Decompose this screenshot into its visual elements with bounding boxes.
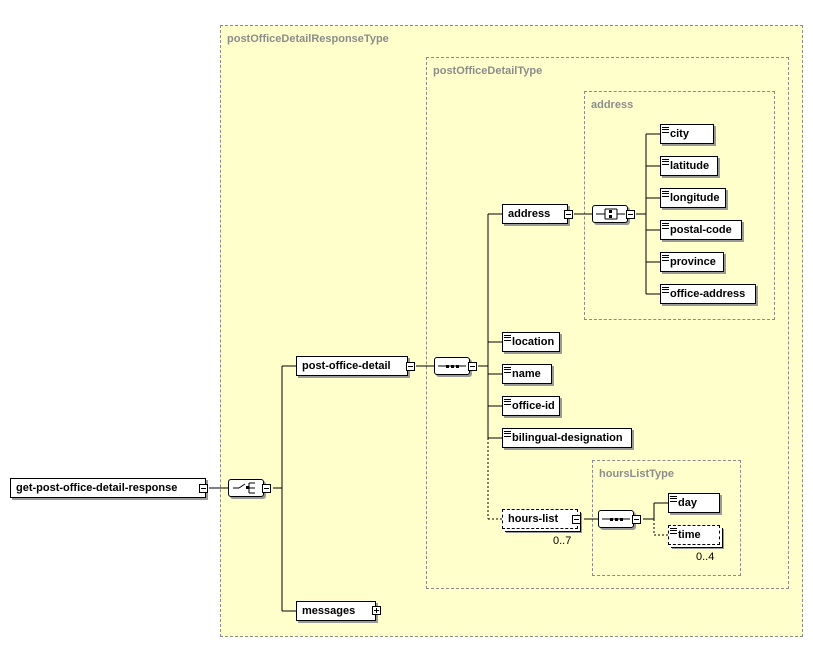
collapse-toggle-post-office-detail[interactable] [406, 362, 415, 371]
collapse-toggle-root-choice[interactable] [262, 484, 271, 493]
element-label: city [670, 128, 689, 140]
element-hours-list[interactable]: hours-list [502, 509, 578, 529]
element-day[interactable]: day [668, 493, 720, 513]
element-label: postal-code [670, 224, 732, 236]
element-label: name [512, 368, 541, 380]
all-icon [596, 208, 625, 220]
choice-icon [233, 482, 255, 494]
element-label: messages [302, 605, 356, 617]
simple-content-icon [504, 431, 511, 437]
element-label: day [678, 497, 697, 509]
element-label: longitude [670, 192, 720, 204]
sequence-compositor-hours [598, 510, 634, 528]
collapse-toggle-address[interactable] [564, 210, 573, 219]
collapse-toggle-address-all[interactable] [626, 210, 635, 219]
element-latitude[interactable]: latitude [660, 156, 718, 176]
element-label: time [678, 529, 701, 541]
element-office-id[interactable]: office-id [502, 396, 560, 416]
address-type-box: address [584, 91, 775, 320]
expand-toggle-messages[interactable] [372, 606, 381, 615]
simple-content-icon [662, 255, 669, 261]
element-label: get-post-office-detail-response [16, 482, 178, 494]
occurrence-time: 0..4 [696, 551, 715, 563]
element-label: bilingual-designation [512, 432, 623, 444]
element-address[interactable]: address [502, 204, 568, 224]
element-label: office-address [670, 288, 746, 300]
element-name[interactable]: name [502, 364, 552, 384]
collapse-toggle-hours-list[interactable] [572, 515, 581, 524]
element-label: hours-list [508, 513, 559, 525]
simple-content-icon [670, 496, 677, 502]
element-get-post-office-detail-response[interactable]: get-post-office-detail-response [10, 478, 206, 498]
post-office-detail-type-box: postOfficeDetailType [426, 57, 789, 589]
simple-content-icon [504, 399, 511, 405]
element-label: location [512, 336, 555, 348]
occurrence-hours-list: 0..7 [553, 535, 572, 547]
simple-content-icon [662, 159, 669, 165]
simple-content-icon [670, 528, 677, 534]
element-bilingual-designation[interactable]: bilingual-designation [502, 428, 632, 448]
hours-list-type-box: hoursListType [592, 460, 741, 576]
sequence-compositor-detail [434, 357, 470, 375]
type-label-detail: postOfficeDetailType [433, 65, 543, 77]
simple-content-icon [504, 367, 511, 373]
sequence-icon [602, 518, 630, 521]
element-label: address [508, 208, 551, 220]
element-office-address[interactable]: office-address [660, 284, 756, 304]
element-postal-code[interactable]: postal-code [660, 220, 742, 240]
element-longitude[interactable]: longitude [660, 188, 726, 208]
simple-content-icon [662, 223, 669, 229]
simple-content-icon [504, 335, 511, 341]
type-label-hours: hoursListType [599, 468, 674, 480]
type-label-response: postOfficeDetailResponseType [227, 33, 389, 45]
element-city[interactable]: city [660, 124, 714, 144]
element-label: office-id [512, 400, 555, 412]
all-compositor-address [592, 205, 628, 223]
type-label-address: address [591, 99, 634, 111]
element-label: post-office-detail [302, 360, 391, 372]
element-province[interactable]: province [660, 252, 724, 272]
element-time[interactable]: time [668, 525, 720, 545]
element-post-office-detail[interactable]: post-office-detail [296, 356, 408, 376]
sequence-icon [438, 365, 466, 368]
element-label: latitude [670, 160, 710, 172]
element-location[interactable]: location [502, 332, 560, 352]
choice-compositor-root [228, 479, 264, 497]
element-label: province [670, 256, 716, 268]
simple-content-icon [662, 191, 669, 197]
collapse-toggle-root[interactable] [199, 484, 208, 493]
collapse-toggle-hours-sequence[interactable] [632, 515, 641, 524]
simple-content-icon [662, 287, 669, 293]
simple-content-icon [662, 127, 669, 133]
element-messages[interactable]: messages [296, 601, 376, 621]
collapse-toggle-detail-sequence[interactable] [468, 362, 477, 371]
